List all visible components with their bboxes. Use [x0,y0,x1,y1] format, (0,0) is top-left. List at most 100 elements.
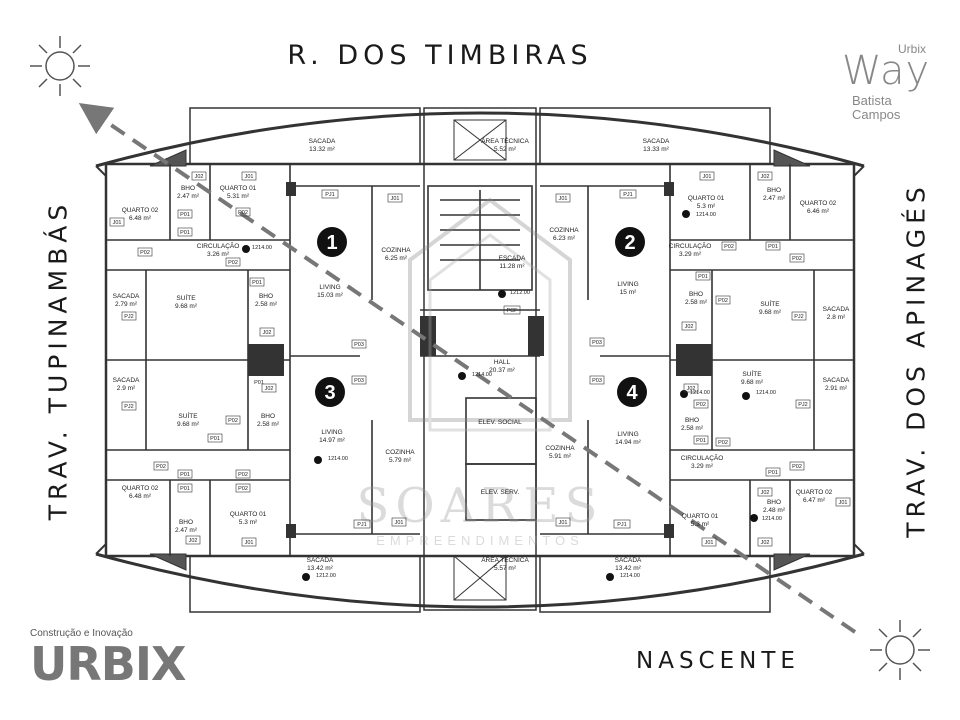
tag: P02 [153,461,169,471]
room-name: QUARTO 01 [688,195,725,202]
tag-text: P02 [696,402,706,408]
room-area: 13.42 m² [615,565,641,572]
tag: PJ1 [321,189,339,199]
tag: P02 [715,437,731,447]
tag: PJ2 [791,311,807,321]
tag: PJ1 [619,189,637,199]
tag-text: J01 [703,174,712,180]
room-name: SACADA [615,557,642,564]
tag-text: PJ2 [124,314,133,320]
tag-text: P01 [180,472,190,478]
room-area: 3.29 m² [691,463,714,470]
tag: PCF [503,305,521,315]
logo-subtitle-line2: Campos [852,107,901,122]
room-area: 6.25 m² [385,255,408,262]
sun-icon-top-left [30,36,90,96]
room-area: 6.48 m² [129,215,152,222]
tag: P02 [693,399,709,409]
room-area: 13.42 m² [307,565,333,572]
room-name: SACADA [643,138,670,145]
room-area: 2.58 m² [257,421,280,428]
tag: J02 [681,321,697,331]
tag-text: PJ2 [124,404,133,410]
tag: J02 [757,171,773,181]
room-name: CIRCULAÇÃO [681,453,724,462]
tag: P02 [137,247,153,257]
room-area: 5.57 m² [494,565,517,572]
tag: P02 [715,295,731,305]
tag: P01 [177,483,193,493]
tag-text: PJ1 [617,522,626,528]
tag-text: J02 [189,538,198,544]
street-label-top: R. DOS TIMBIRAS [287,40,593,71]
tag-text: J01 [705,540,714,546]
room-name: BHO [767,499,781,506]
level-marker: 1214.00 [242,245,272,253]
watermark-empreendimentos: EMPREENDIMENTOS [376,533,584,548]
tag-text: J02 [263,330,272,336]
tag-text: J02 [761,174,770,180]
room-area: 9.68 m² [759,309,782,316]
room-area: 2.47 m² [763,195,786,202]
room-name: COZINHA [549,227,579,234]
tag: PJ2 [795,399,811,409]
room-name: SACADA [307,557,334,564]
room-area: 6.48 m² [129,493,152,500]
tag-text: P01 [180,212,190,218]
tag-text: J02 [761,540,770,546]
tag: J02 [757,537,773,547]
room-name: BHO [767,187,781,194]
room-label: ELEV. SOCIAL [478,419,522,426]
tag-text: P02 [718,298,728,304]
level-marker: 1214.00 [458,372,492,380]
tag-text: P02 [792,256,802,262]
urbix-wordmark: URBIX [30,637,186,691]
tag: P03 [351,339,367,349]
tag: P02 [225,257,241,267]
tag: J01 [555,193,571,203]
tag-text: J01 [245,174,254,180]
tag-text: P01 [180,486,190,492]
tag: P03 [589,337,605,347]
room-area: 11.28 m² [499,263,525,270]
watermark-soares: SOARES [357,478,604,534]
tag-text: J02 [761,490,770,496]
level-value: 1214.00 [756,390,776,396]
tag-text: P02 [718,440,728,446]
urbix-tagline: Construção e Inovação [30,628,133,639]
tag-text: P02 [140,250,150,256]
room-name: BHO [179,519,193,526]
tag: J01 [387,193,403,203]
level-marker: 1214.00 [682,210,716,218]
tag: J02 [683,383,699,393]
tag: J02 [757,487,773,497]
tag: P01 [693,435,709,445]
room-area: 2.58 m² [685,299,708,306]
room-area: 13.33 m² [643,146,669,153]
sun-icon-bottom-right [870,620,930,680]
room-area: 2.58 m² [255,301,278,308]
unit-badge-1: 1 [317,227,347,257]
room-area: 9.68 m² [741,379,764,386]
room-name: ÁREA TÉCNICA [481,555,529,564]
tag-text: J02 [687,386,696,392]
room-area: 5.3 m² [697,203,716,210]
unit-number: 2 [624,232,635,254]
wall-columns [248,182,712,538]
room-area: 14.94 m² [615,439,641,446]
tag-text: P02 [228,418,238,424]
room-area: 2.58 m² [681,425,704,432]
